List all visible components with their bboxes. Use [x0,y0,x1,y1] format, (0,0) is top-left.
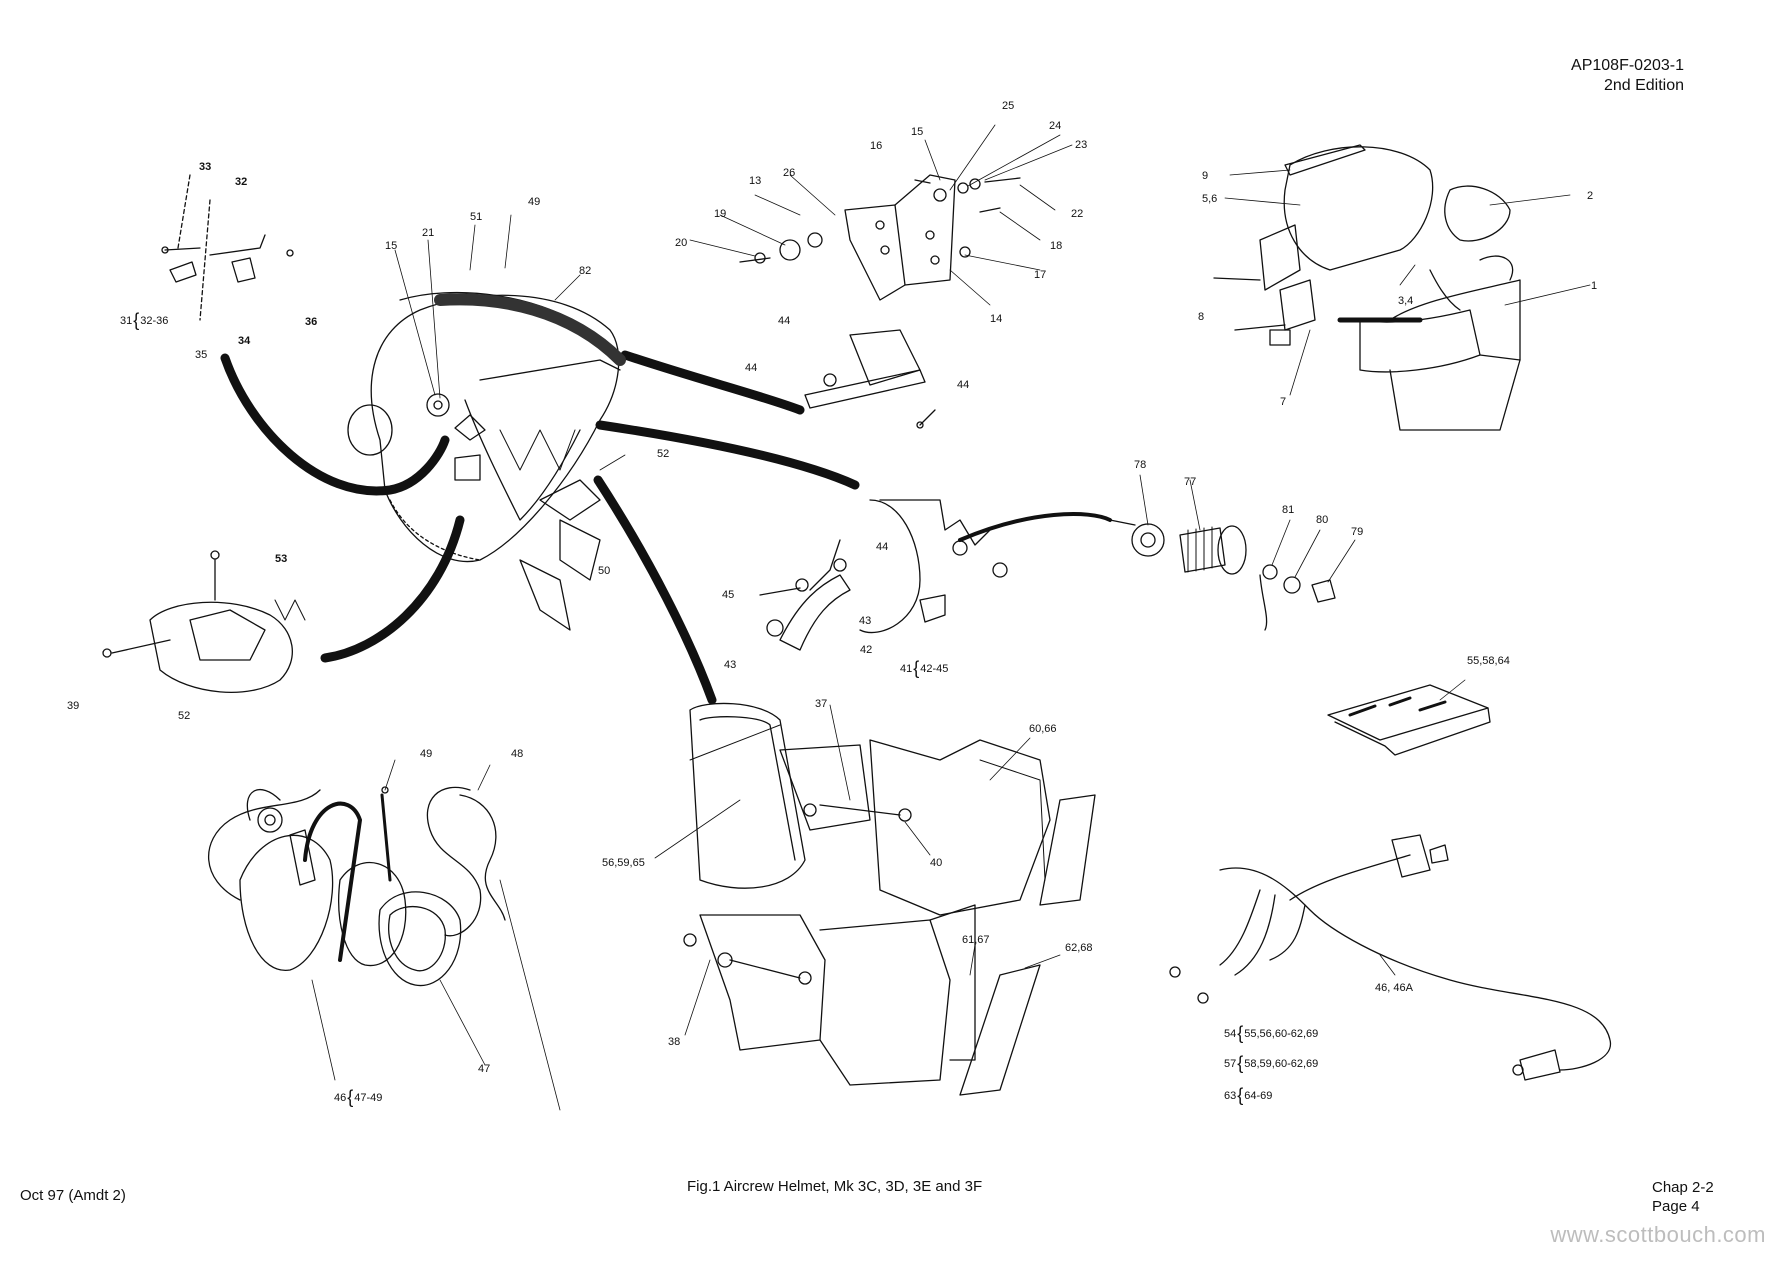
callout-1: 1 [1591,280,1598,292]
visor-assembly [1213,144,1521,431]
callout-79: 79 [1351,526,1364,538]
callout-60-66: 60,66 [1029,723,1057,735]
callout-55-58-64: 55,58,64 [1467,655,1510,667]
watermark: www.scottbouch.com [1550,1222,1766,1247]
doc-reference: AP108F-0203-1 [1571,57,1684,74]
callout-5-6: 5,6 [1202,193,1218,205]
callout-49-headset: 49 [420,748,433,760]
callout-18: 18 [1050,240,1063,252]
edition: 2nd Edition [1603,77,1684,94]
group-63: 63{64-69 [1224,1085,1273,1105]
jack-socket-assembly [1109,519,1336,631]
group-46: 46{47-49 [334,1087,383,1107]
callout-44-a: 44 [778,315,791,327]
callout-20: 20 [675,237,688,249]
group-41: 41{42-45 [900,658,949,678]
callout-82: 82 [579,265,592,277]
callout-35: 35 [195,349,208,361]
callout-45: 45 [722,589,735,601]
callout-19: 19 [714,208,727,220]
callout-7: 7 [1280,396,1287,408]
crown-pad [1327,684,1491,756]
callout-23: 23 [1075,139,1088,151]
callout-46-46a: 46, 46A [1375,982,1413,994]
callout-51: 51 [470,211,483,223]
callout-21: 21 [422,227,435,239]
footer-date: Oct 97 (Amdt 2) [20,1187,126,1204]
callout-34: 34 [238,335,251,347]
callout-62-68: 62,68 [1065,942,1093,954]
callout-3-4: 3,4 [1398,295,1414,307]
callout-8: 8 [1198,311,1205,323]
callout-14: 14 [990,313,1003,325]
callout-33: 33 [199,161,212,173]
padded-liner-assembly [683,702,1096,1096]
callout-78: 78 [1134,459,1147,471]
visor-pivot-bracket [739,174,1021,301]
callout-13: 13 [749,175,762,187]
callout-52: 52 [657,448,670,460]
clip-assembly-31 [161,174,294,321]
callout-44-d: 44 [876,541,889,553]
helmet-shell [347,291,626,631]
callout-15-upper: 15 [911,126,924,138]
group-54: 54{55,56,60-62,69 [1224,1023,1319,1043]
document-header: AP108F-0203-1 2nd Edition [1571,56,1684,96]
callout-26: 26 [783,167,796,179]
callout-50: 50 [598,565,611,577]
callout-37: 37 [815,698,828,710]
callout-32: 32 [235,176,248,188]
callout-38: 38 [668,1036,681,1048]
callout-43-b: 43 [724,659,737,671]
connector-bands [220,350,1112,705]
callout-15: 15 [385,240,398,252]
group-57: 57{58,59,60-62,69 [1224,1053,1319,1073]
callout-43-a: 43 [859,615,872,627]
callout-2: 2 [1587,190,1594,202]
figure-caption: Fig.1 Aircrew Helmet, Mk 3C, 3D, 3E and … [687,1178,983,1195]
callout-56-59-65: 56,59,65 [602,857,645,869]
callout-48: 48 [511,748,524,760]
nape-strap-assembly [102,550,306,693]
group-31: 31{32-36 [120,310,169,330]
visor-rail-upper [804,329,936,429]
callout-53: 53 [275,553,288,565]
callout-16: 16 [870,140,883,152]
callout-36: 36 [305,316,318,328]
callout-9: 9 [1202,170,1209,182]
callout-40: 40 [930,857,943,869]
callout-49: 49 [528,196,541,208]
callout-47: 47 [478,1063,491,1075]
callout-22: 22 [1071,208,1084,220]
footer-page: Page 4 [1652,1198,1700,1215]
callout-61-67: 61,67 [962,934,990,946]
leader-lines [311,124,1591,1111]
callout-17: 17 [1034,269,1047,281]
headset-assembly [207,786,506,987]
callout-42: 42 [860,644,873,656]
headset-cable [1169,834,1611,1081]
callout-39: 39 [67,700,80,712]
callout-52-lower: 52 [178,710,191,722]
callout-44-c: 44 [957,379,970,391]
callout-81: 81 [1282,504,1295,516]
callout-80: 80 [1316,514,1329,526]
callout-44-b: 44 [745,362,758,374]
callout-24: 24 [1049,120,1062,132]
earcup-mount-41 [759,499,1008,651]
callout-25: 25 [1002,100,1015,112]
callout-77: 77 [1184,476,1197,488]
footer-chapter: Chap 2-2 [1652,1179,1714,1196]
